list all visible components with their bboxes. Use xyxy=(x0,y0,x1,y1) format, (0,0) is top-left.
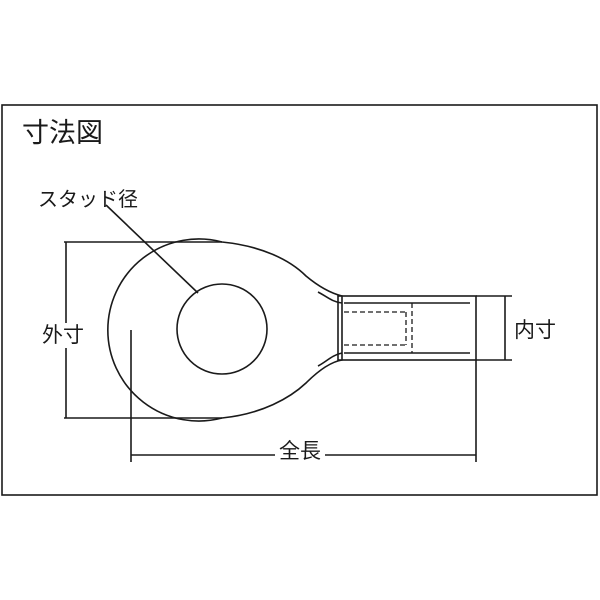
barrel-body xyxy=(337,295,477,361)
diagram-title: 寸法図 xyxy=(22,118,103,149)
neck-curl-top xyxy=(317,291,343,304)
neck-curl-bottom xyxy=(317,352,343,367)
inner-dimension-label: 内寸 xyxy=(514,318,556,342)
stud-diameter-label: スタッド径 xyxy=(38,187,138,211)
stud-leader-line xyxy=(105,204,199,294)
outer-dimension-label: 外寸 xyxy=(40,323,86,348)
stud-hole xyxy=(176,283,268,375)
total-length-label: 全長 xyxy=(275,441,325,462)
frame-border xyxy=(1,104,598,496)
ring-terminal-outline xyxy=(107,238,343,422)
